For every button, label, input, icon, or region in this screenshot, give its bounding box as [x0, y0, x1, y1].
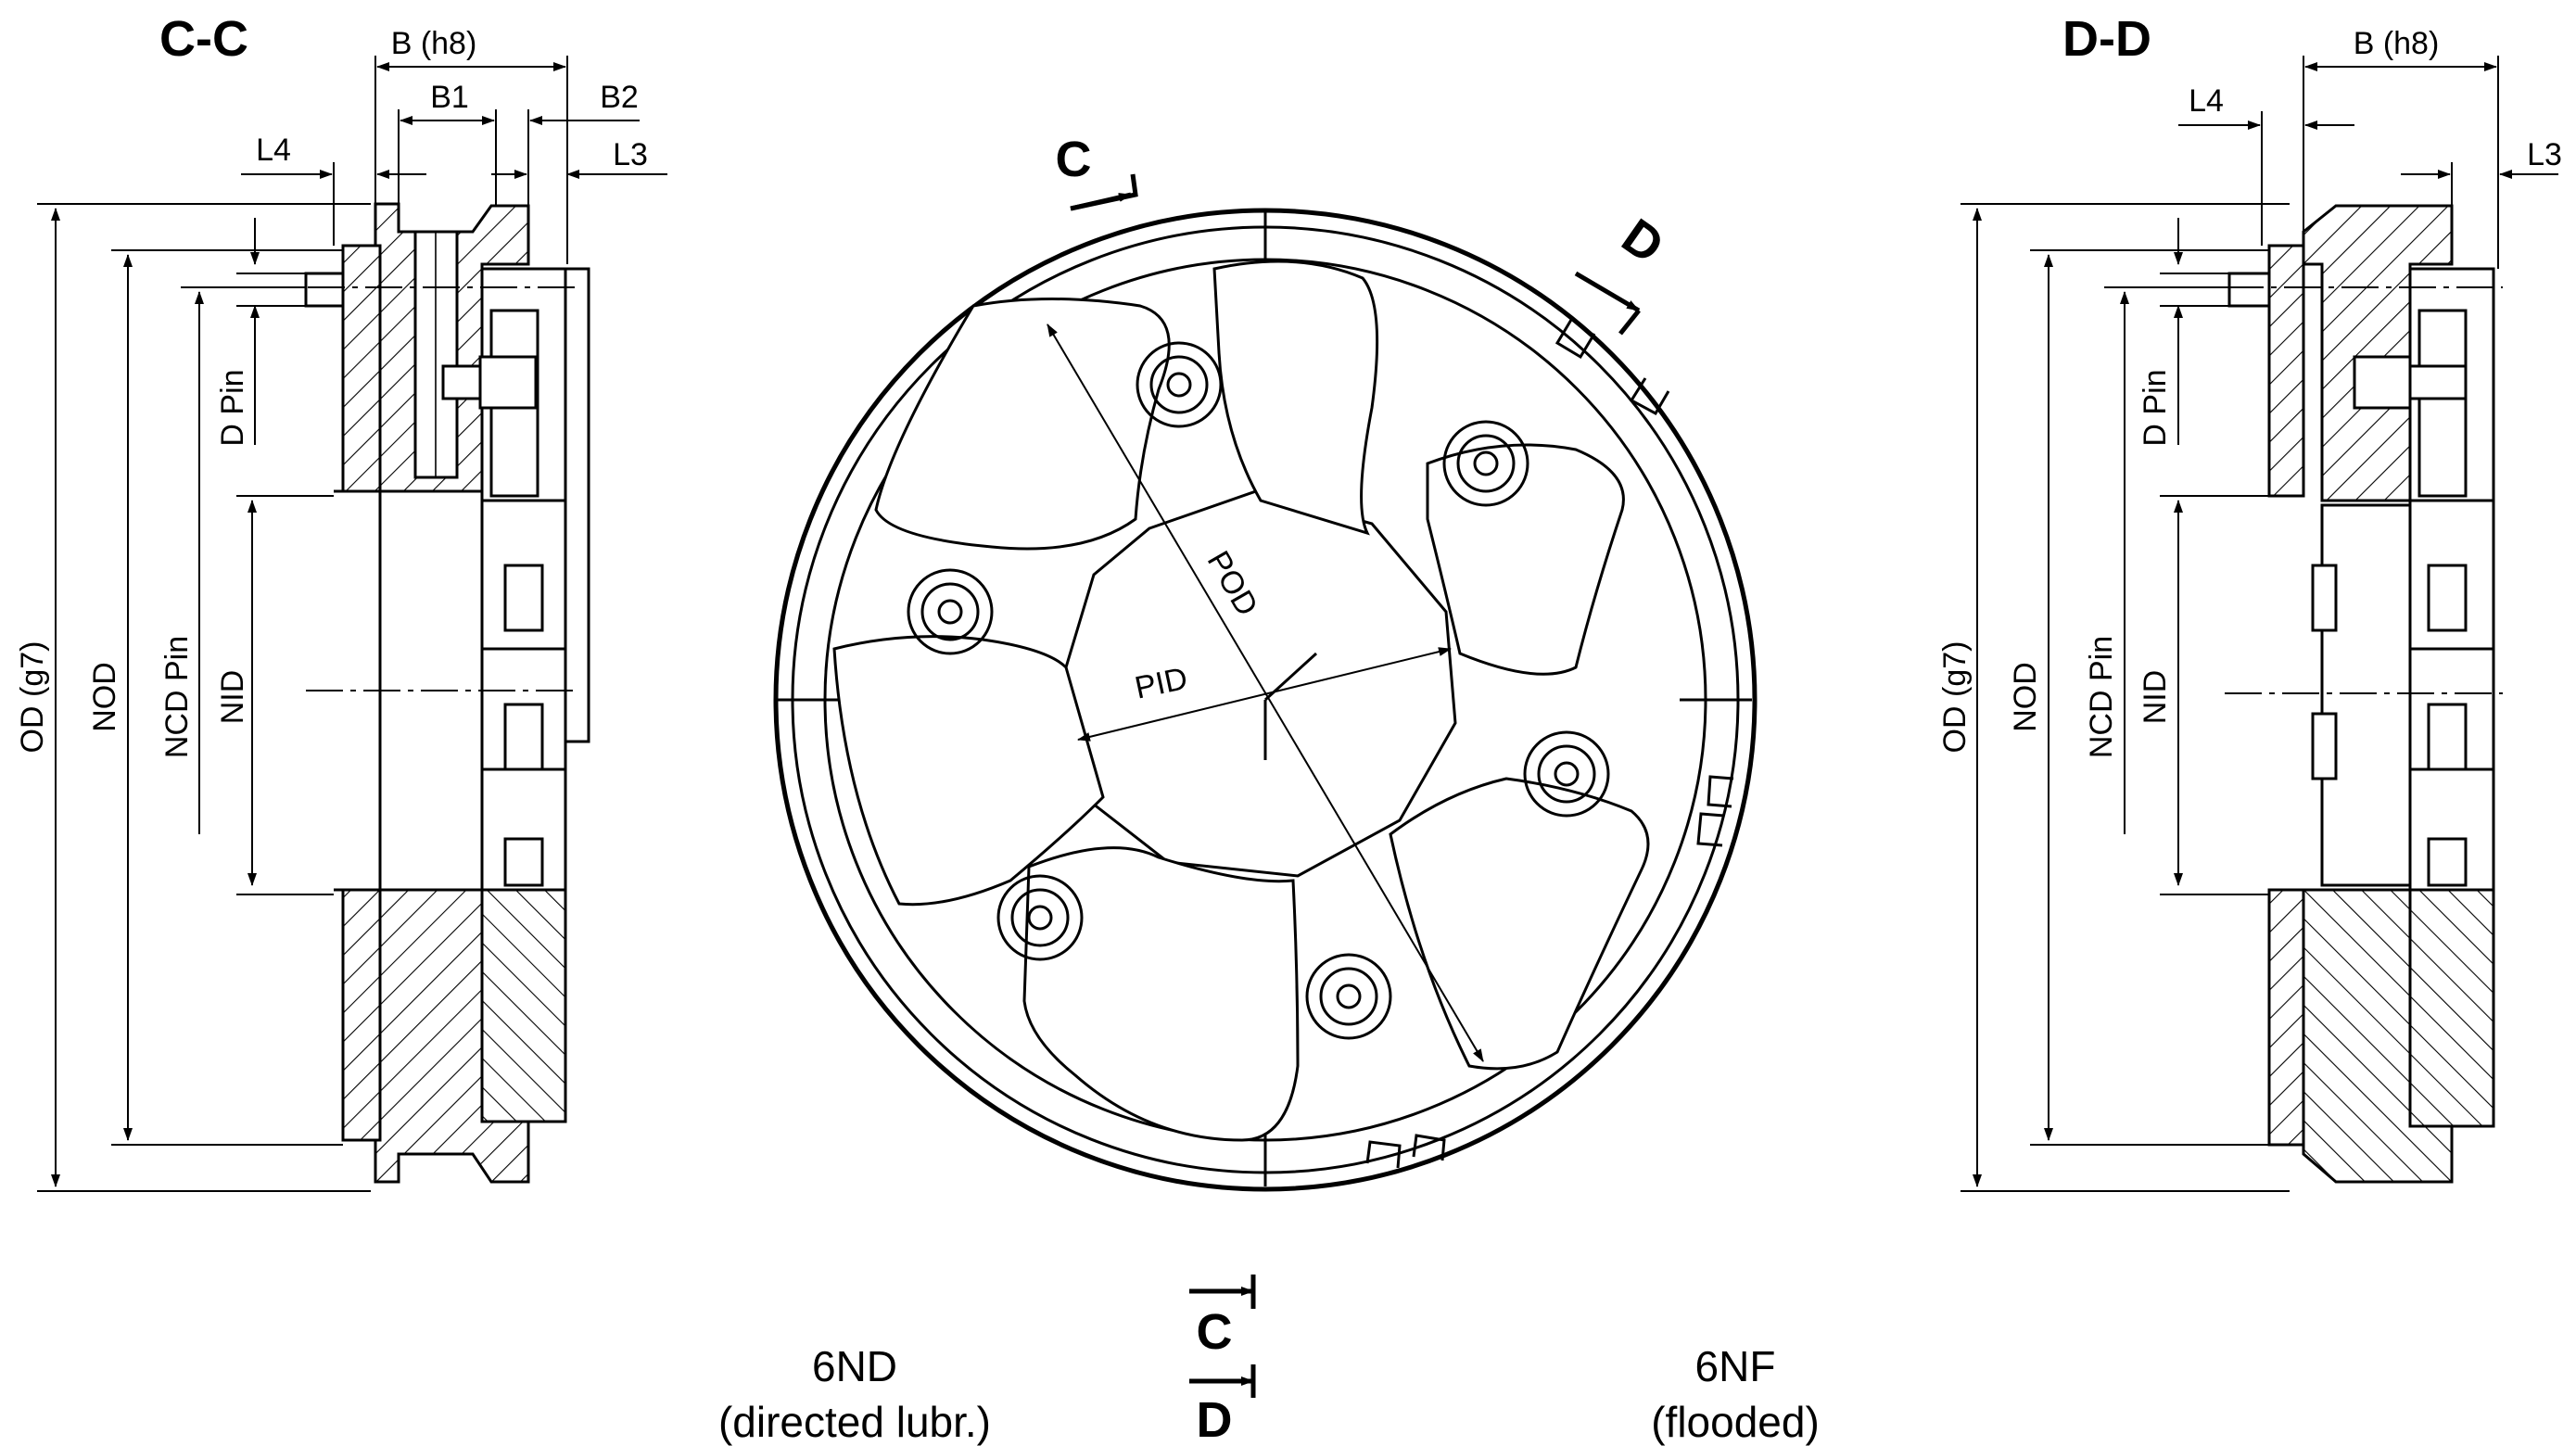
section-d-d-dimensions	[1961, 56, 2558, 1192]
dim-ncd-pin-right: NCD Pin	[2084, 636, 2119, 758]
front-view	[773, 173, 1758, 1192]
section-c-c-dimensions	[37, 56, 667, 1192]
section-d-d-title: D-D	[2062, 11, 2151, 67]
cut-marker-c: C	[1197, 1304, 1233, 1360]
dim-nod-left: NOD	[87, 662, 122, 732]
dim-b-h8-right: B (h8)	[2354, 26, 2440, 61]
section-d-d-labels: D-D B (h8) L4 L3 OD (g7) NOD NCD Pin D P…	[1937, 11, 2562, 758]
dim-l3-left: L3	[613, 137, 648, 172]
cut-label-d-top: D	[1612, 208, 1673, 274]
dim-pod: POD	[1200, 545, 1265, 622]
dim-d-pin-left: D Pin	[215, 369, 250, 446]
caption-flooded: (flooded)	[1651, 1398, 1820, 1446]
dim-nid-left: NID	[215, 670, 250, 725]
pivot-screw-icon	[907, 568, 994, 655]
pivot-screw-icon	[1136, 341, 1223, 428]
cut-marker-d: D	[1197, 1392, 1233, 1446]
captions: 6ND (directed lubr.) 6NF (flooded)	[718, 1342, 1820, 1446]
dim-d-pin-right: D Pin	[2138, 369, 2173, 446]
section-c-c-labels: C-C B (h8) B1 B2 L4 L3 OD (g7) NOD NCD P…	[15, 11, 648, 758]
cut-markers: C D	[1189, 1275, 1256, 1446]
dim-l3-right: L3	[2527, 137, 2562, 172]
caption-directed-lubr: (directed lubr.)	[718, 1398, 991, 1446]
dim-nid-right: NID	[2138, 670, 2173, 725]
dim-b-h8-left: B (h8)	[391, 26, 477, 61]
dim-ncd-pin-left: NCD Pin	[159, 636, 195, 758]
pivot-screw-icon	[1523, 730, 1610, 818]
dim-nod-right: NOD	[2008, 662, 2043, 732]
caption-6nd: 6ND	[812, 1342, 897, 1390]
dim-od-right: OD (g7)	[1937, 641, 1973, 754]
dim-pid: PID	[1132, 661, 1190, 706]
caption-6nf: 6NF	[1695, 1342, 1776, 1390]
pivot-screw-icon	[1305, 953, 1392, 1040]
section-c-c-title: C-C	[159, 11, 248, 67]
dim-b2: B2	[600, 80, 639, 115]
cut-label-c-top: C	[1056, 132, 1092, 187]
dim-b1: B1	[430, 80, 469, 115]
dim-od-left: OD (g7)	[15, 641, 50, 754]
section-d-d-view	[2169, 204, 2503, 1184]
dim-l4-left: L4	[256, 133, 291, 168]
section-c-c-view	[250, 202, 590, 1184]
dim-l4-right: L4	[2189, 83, 2224, 119]
